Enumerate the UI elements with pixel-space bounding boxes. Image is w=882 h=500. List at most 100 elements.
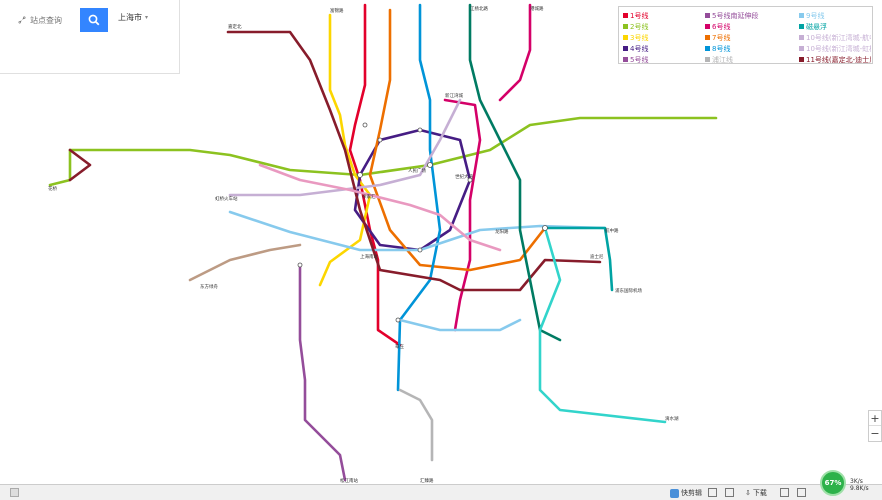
legend-item[interactable]: 9号线 — [799, 10, 871, 21]
legend-swatch — [623, 46, 628, 51]
station-label[interactable]: 上海南站 — [360, 253, 378, 260]
legend-item[interactable]: 1号线 — [623, 10, 703, 21]
station-marker — [357, 172, 363, 178]
share-icon[interactable] — [725, 488, 734, 497]
legend-label: 7号线 — [712, 33, 731, 42]
window-icon[interactable] — [10, 488, 19, 497]
legend-item[interactable]: 浦江线 — [705, 54, 797, 65]
station-label[interactable]: 港城路 — [530, 5, 544, 12]
legend-label: 5号线南延伸段 — [712, 11, 759, 20]
legend-item[interactable]: 11号线(嘉定北-迪士尼) — [799, 54, 871, 65]
line-8-path — [396, 3, 442, 392]
station-label[interactable]: 嘉定北 — [228, 23, 242, 30]
station-label[interactable]: 汇臻路 — [420, 477, 434, 484]
zoom-out-button[interactable]: − — [870, 427, 880, 440]
line-13-path — [258, 163, 502, 252]
station-marker — [362, 122, 368, 128]
legend-item[interactable]: 4号线 — [623, 43, 703, 54]
station-label[interactable]: 花桥 — [48, 185, 57, 192]
legend-swatch — [623, 24, 628, 29]
browser-status-bar: 快剪辑 ⇩ 下载 — [0, 484, 882, 500]
quick-clip[interactable]: 快剪辑 — [670, 488, 702, 498]
legend-item[interactable]: 10号线(新江湾城-航中路) — [799, 32, 871, 43]
legend-item[interactable]: 7号线 — [705, 32, 797, 43]
clip-icon — [670, 488, 679, 498]
upload-speed: 3K/s — [850, 478, 863, 485]
network-speed: 3K/s 9.8K/s — [850, 478, 869, 492]
legend-item[interactable]: 磁悬浮 — [799, 21, 871, 32]
station-label[interactable]: 航中路 — [605, 227, 619, 234]
legend-label: 5号线 — [630, 55, 649, 64]
search-button[interactable] — [80, 8, 108, 32]
station-search-input[interactable] — [30, 15, 80, 25]
legend-swatch — [623, 13, 628, 18]
screenshot-icon[interactable] — [708, 488, 717, 497]
station-marker — [467, 177, 473, 183]
legend-swatch — [799, 35, 804, 40]
line-6-top-path — [498, 3, 532, 102]
station-label[interactable]: 滴水湖 — [665, 415, 679, 422]
line-7-path — [368, 8, 547, 272]
status-left-icons — [10, 488, 19, 497]
search-panel: 上海市 ▾ — [0, 0, 180, 74]
station-marker — [542, 225, 548, 231]
line-3-path — [318, 13, 372, 287]
station-label[interactable]: 东方绿舟 — [200, 283, 218, 290]
legend-item[interactable]: 10号线(新江湾城-虹桥火车站) — [799, 43, 871, 54]
line-17-path — [188, 243, 302, 282]
legend-label: 9号线 — [806, 11, 825, 20]
station-marker — [297, 262, 303, 268]
line-2-west-path — [48, 148, 72, 187]
legend-label: 1号线 — [630, 11, 649, 20]
station-label[interactable]: 江杨北路 — [470, 5, 488, 12]
legend-label: 10号线(新江湾城-航中路) — [806, 33, 871, 42]
station-label[interactable]: 莘庄 — [395, 343, 404, 350]
station-label[interactable]: 浦东国际机场 — [615, 287, 642, 294]
station-marker — [427, 162, 433, 168]
legend-item[interactable]: 3号线 — [623, 32, 703, 43]
legend-label: 10号线(新江湾城-虹桥火车站) — [806, 44, 871, 53]
zoom-in-button[interactable]: + — [869, 412, 881, 426]
status-tools — [708, 488, 734, 497]
speed-gauge[interactable]: 67% — [820, 470, 846, 496]
zoom-status-icon[interactable] — [797, 488, 806, 497]
line-2-path — [68, 116, 718, 177]
legend-label: 8号线 — [712, 44, 731, 53]
station-label[interactable]: 迪士尼 — [590, 253, 604, 260]
legend-item[interactable]: 5号线 — [623, 54, 703, 65]
legend-swatch — [799, 13, 804, 18]
legend-swatch — [705, 57, 710, 62]
station-label[interactable]: 世纪大道 — [455, 173, 473, 180]
route-icon — [18, 16, 26, 24]
legend-swatch — [799, 24, 804, 29]
legend-label: 4号线 — [630, 44, 649, 53]
download-button[interactable]: ⇩ 下载 — [745, 488, 767, 498]
legend-item[interactable]: 6号线 — [705, 21, 797, 32]
line-8-east-path — [398, 318, 522, 332]
line-16-path — [538, 226, 667, 424]
line-4-path — [353, 128, 472, 252]
status-extra-icons — [780, 488, 806, 497]
station-label[interactable]: 新江湾城 — [445, 92, 463, 99]
station-marker — [417, 247, 423, 253]
station-label[interactable]: 龙阳路 — [495, 228, 509, 235]
legend-label: 浦江线 — [712, 55, 733, 64]
station-label[interactable]: 徐家汇 — [362, 193, 376, 200]
station-label[interactable]: 虹桥火车站 — [215, 195, 238, 202]
legend-label: 3号线 — [630, 33, 649, 42]
sound-icon[interactable] — [780, 488, 789, 497]
station-label[interactable]: 富锦路 — [330, 7, 344, 14]
legend-item[interactable]: 8号线 — [705, 43, 797, 54]
legend-swatch — [705, 35, 710, 40]
line-10-path — [228, 98, 462, 197]
station-label[interactable]: 松江南站 — [340, 477, 358, 484]
station-search-box[interactable] — [4, 8, 80, 32]
city-selector[interactable]: 上海市 ▾ — [118, 12, 148, 23]
line-6-path — [443, 98, 482, 332]
station-label[interactable]: 人民广场 — [408, 167, 426, 174]
legend-item[interactable]: 5号线南延伸段 — [705, 10, 797, 21]
legend-item[interactable]: 2号线 — [623, 21, 703, 32]
legend-swatch — [799, 57, 804, 62]
